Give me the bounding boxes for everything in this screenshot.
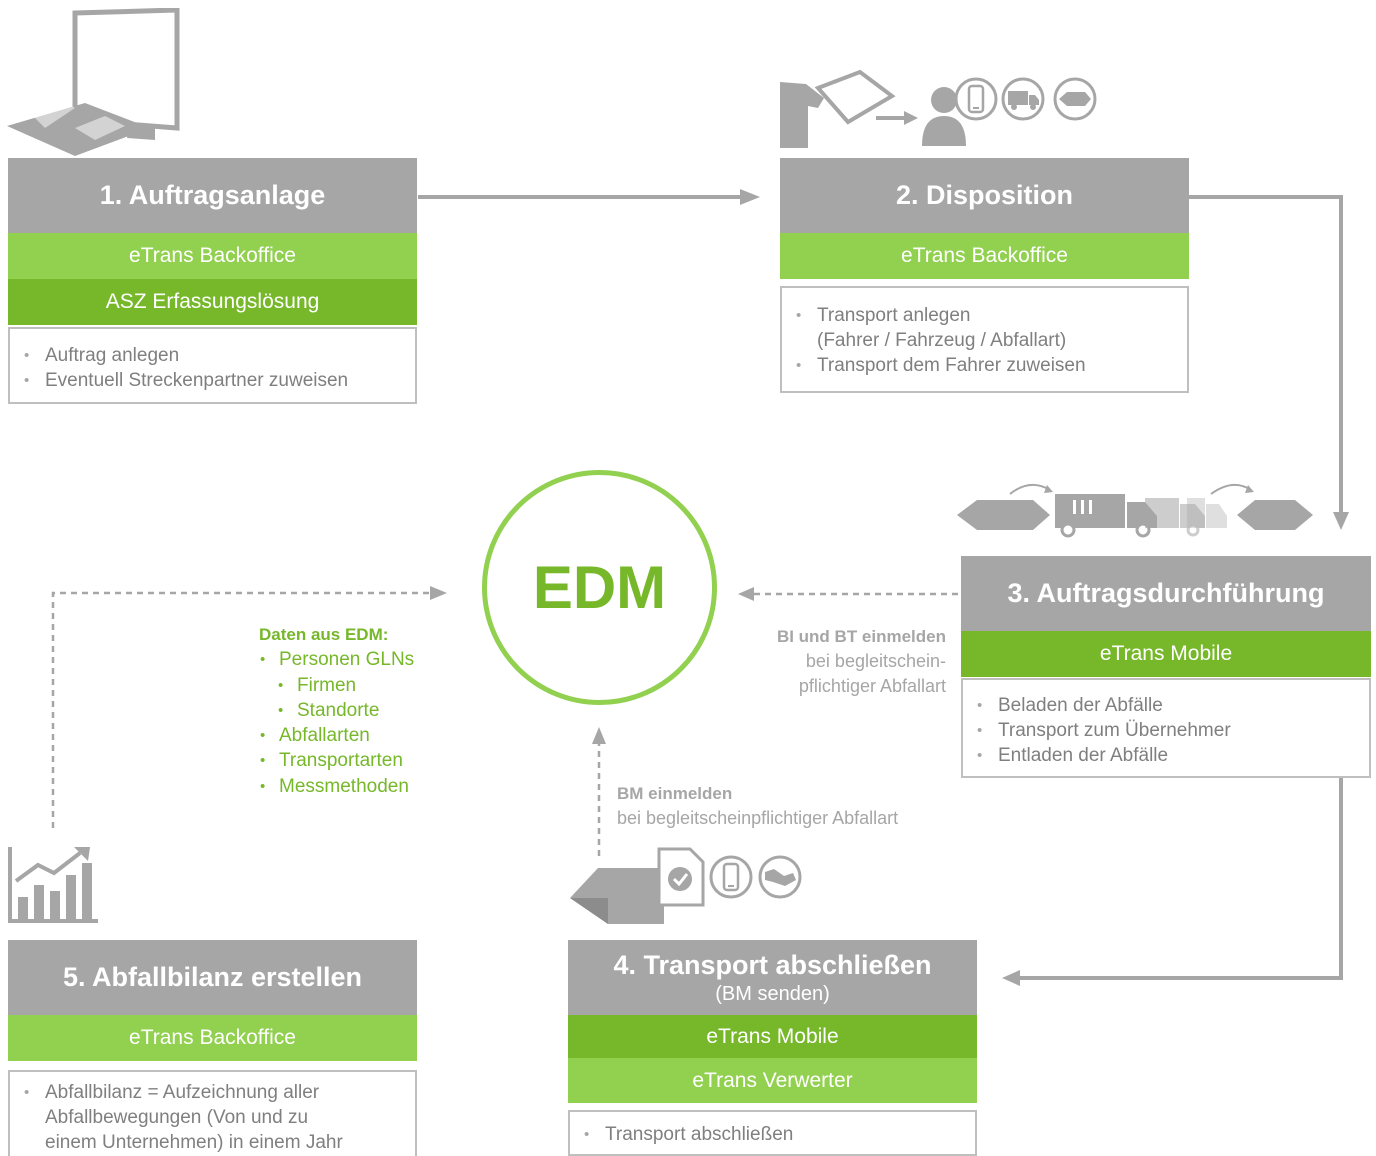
edm-data-subitem: Standorte xyxy=(259,698,459,724)
computer-keyboard-icon xyxy=(7,8,180,156)
step1-task-item: Auftrag anlegen xyxy=(22,343,405,368)
arrow-step1-to-step2 xyxy=(418,189,760,205)
note-bm-line2: bei begleitscheinpflichtiger Abfallart xyxy=(617,808,899,828)
step5-band-backoffice: eTrans Backoffice xyxy=(8,1015,417,1061)
container-icon xyxy=(1053,77,1097,121)
step4-subtitle: (BM senden) xyxy=(715,982,830,1005)
step1-task-item: Eventuell Streckenpartner zuweisen xyxy=(22,368,405,393)
dashed-arrow-step3-to-edm xyxy=(738,587,958,601)
step2-band-backoffice: eTrans Backoffice xyxy=(780,233,1189,279)
step4-title-text: 4. Transport abschließen xyxy=(613,949,932,980)
step3-title: 3. Auftragsdurchführung xyxy=(961,556,1371,631)
truck-icon xyxy=(1001,77,1045,121)
step4-band-verwerter: eTrans Verwerter xyxy=(568,1058,977,1103)
edm-data-list: Daten aus EDM: Personen GLNs Firmen Stan… xyxy=(259,622,459,799)
note-bi-bt-line2: bei begleitschein- xyxy=(805,651,946,671)
person-icon xyxy=(922,87,966,146)
arrow-step2-to-step3 xyxy=(1189,195,1349,530)
step1-band-backoffice: eTrans Backoffice xyxy=(8,233,417,279)
step4-task-box: Transport abschließen xyxy=(568,1110,977,1156)
step5-title-text: 5. Abfallbilanz erstellen xyxy=(62,962,363,992)
arrow-right-small-icon xyxy=(876,111,918,125)
arrow-step3-to-step4 xyxy=(1002,778,1343,986)
step5-task-item: Abfallbilanz = Aufzeichnung aller xyxy=(22,1080,405,1105)
note-bm-bold: BM einmelden xyxy=(617,784,733,803)
step5-task-item-cont: Abfallbewegungen (Von und zu xyxy=(45,1107,309,1128)
step1-band-asz: ASZ Erfassungslösung xyxy=(8,279,417,325)
step1-title-text: 1. Auftragsanlage xyxy=(99,180,326,210)
step5-task-box: Abfallbilanz = Aufzeichnung aller Abfall… xyxy=(8,1070,417,1156)
edm-data-subitem: Firmen xyxy=(259,673,459,699)
note-bm: BM einmelden bei begleitscheinpflichtige… xyxy=(617,781,977,831)
edm-data-item: Abfallarten xyxy=(259,723,459,749)
edm-data-item: Transportarten xyxy=(259,748,459,774)
step2-title-text: 2. Disposition xyxy=(895,180,1074,210)
step4-band-mobile: eTrans Mobile xyxy=(568,1015,977,1058)
edm-data-item: Personen GLNs xyxy=(259,647,459,673)
document-check-icon xyxy=(657,847,705,907)
step2-title: 2. Disposition xyxy=(780,158,1189,233)
step5-task-item-cont: einem Unternehmen) in einem Jahr xyxy=(45,1132,343,1153)
container-closing-icon xyxy=(570,868,664,924)
edm-label: EDM xyxy=(532,554,667,621)
note-bi-bt: BI und BT einmelden bei begleitschein- p… xyxy=(700,624,946,699)
step3-task-item: Beladen der Abfälle xyxy=(975,693,1359,718)
step3-task-item: Entladen der Abfälle xyxy=(975,743,1359,768)
step2-task-item: Transport anlegen xyxy=(794,303,1177,328)
note-bi-bt-bold: BI und BT einmelden xyxy=(776,627,946,646)
container-transfer-icon xyxy=(957,483,1313,538)
bar-chart-icon xyxy=(8,847,98,923)
handshake-icon xyxy=(758,855,802,899)
edm-data-item: Messmethoden xyxy=(259,774,459,800)
step1-task-box: Auftrag anlegen Eventuell Streckenpartne… xyxy=(8,327,417,404)
tablet-hand-icon xyxy=(780,69,896,148)
step3-task-item: Transport zum Übernehmer xyxy=(975,718,1359,743)
step3-band-mobile: eTrans Mobile xyxy=(961,631,1371,677)
edm-circle: EDM xyxy=(482,470,717,705)
step2-task-box: Transport anlegen (Fahrer / Fahrzeug / A… xyxy=(780,286,1189,393)
step4-title: 4. Transport abschließen (BM senden) xyxy=(568,940,977,1015)
edm-data-heading: Daten aus EDM: xyxy=(259,625,389,644)
step2-task-item-cont: (Fahrer / Fahrzeug / Abfallart) xyxy=(817,330,1067,351)
step5-title: 5. Abfallbilanz erstellen xyxy=(8,940,417,1015)
step3-title-text: 3. Auftragsdurchführung xyxy=(1007,578,1325,608)
step3-task-box: Beladen der Abfälle Transport zum Überne… xyxy=(961,678,1371,778)
step1-title: 1. Auftragsanlage xyxy=(8,158,417,233)
phone-icon-2 xyxy=(709,855,753,899)
note-bi-bt-line3: pflichtiger Abfallart xyxy=(798,676,946,696)
step4-task-item: Transport abschließen xyxy=(582,1122,965,1147)
dashed-arrow-step4-to-edm xyxy=(592,727,606,856)
dashed-arrow-step5-to-edm xyxy=(51,586,447,828)
step2-task-item: Transport dem Fahrer zuweisen xyxy=(794,353,1177,378)
phone-icon xyxy=(954,77,998,121)
